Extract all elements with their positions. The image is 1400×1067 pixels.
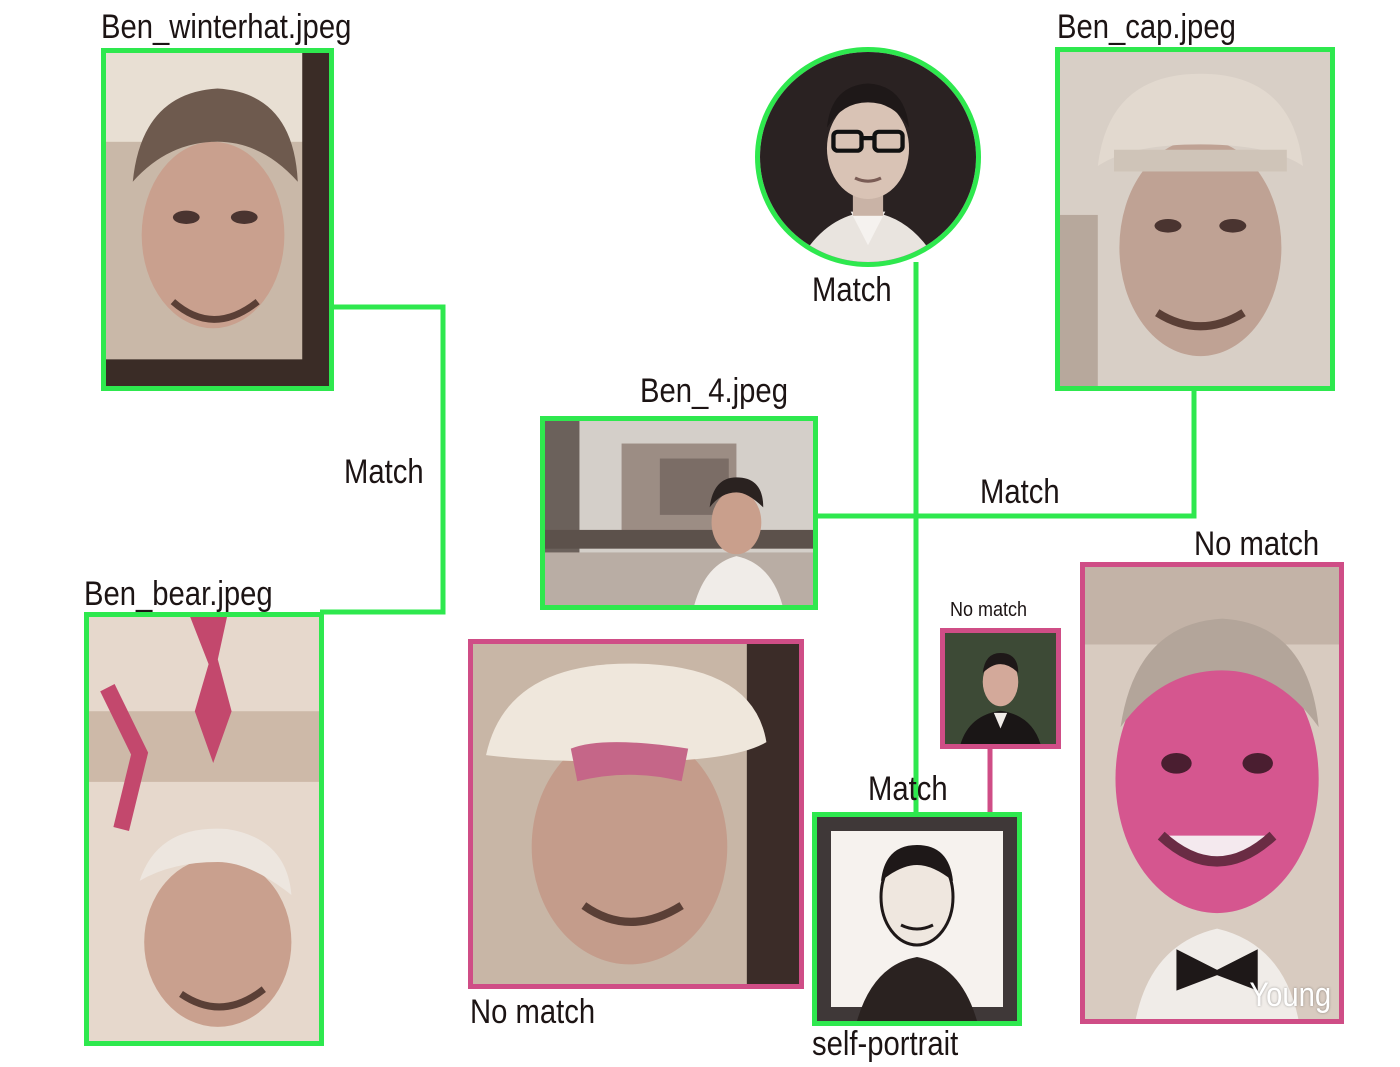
match-label-reference: Match bbox=[812, 271, 892, 309]
no-match-label-small-photo: No match bbox=[950, 599, 1028, 621]
no-match-label-straw-hat: No match bbox=[470, 993, 596, 1031]
reference-photo bbox=[755, 47, 981, 267]
match-label-cap: Match bbox=[980, 473, 1060, 511]
cap-photo bbox=[1055, 47, 1335, 391]
filename-label-winterhat: Ben_winterhat.jpeg bbox=[101, 8, 352, 46]
filename-label-cap: Ben_cap.jpeg bbox=[1057, 8, 1236, 46]
winterhat-bear-connector bbox=[320, 304, 446, 615]
straw-hat-photo bbox=[468, 639, 804, 989]
winterhat-photo bbox=[101, 48, 334, 391]
ben4-cap-connector bbox=[815, 390, 1197, 519]
small-portrait-photo bbox=[940, 628, 1061, 749]
match-label-winterhat-bear: Match bbox=[344, 453, 424, 491]
no-match-label-child: No match bbox=[1194, 525, 1320, 563]
bear-photo bbox=[84, 612, 324, 1046]
self-portrait-caption: self-portrait bbox=[812, 1025, 959, 1063]
self-portrait-photo bbox=[812, 812, 1022, 1026]
filename-label-ben4: Ben_4.jpeg bbox=[640, 372, 788, 410]
child-photo: Young bbox=[1080, 562, 1344, 1024]
young-tag: Young bbox=[1249, 976, 1331, 1014]
match-label-self-portrait: Match bbox=[868, 770, 948, 808]
ben4-photo bbox=[540, 416, 818, 610]
filename-label-bear: Ben_bear.jpeg bbox=[84, 575, 273, 613]
